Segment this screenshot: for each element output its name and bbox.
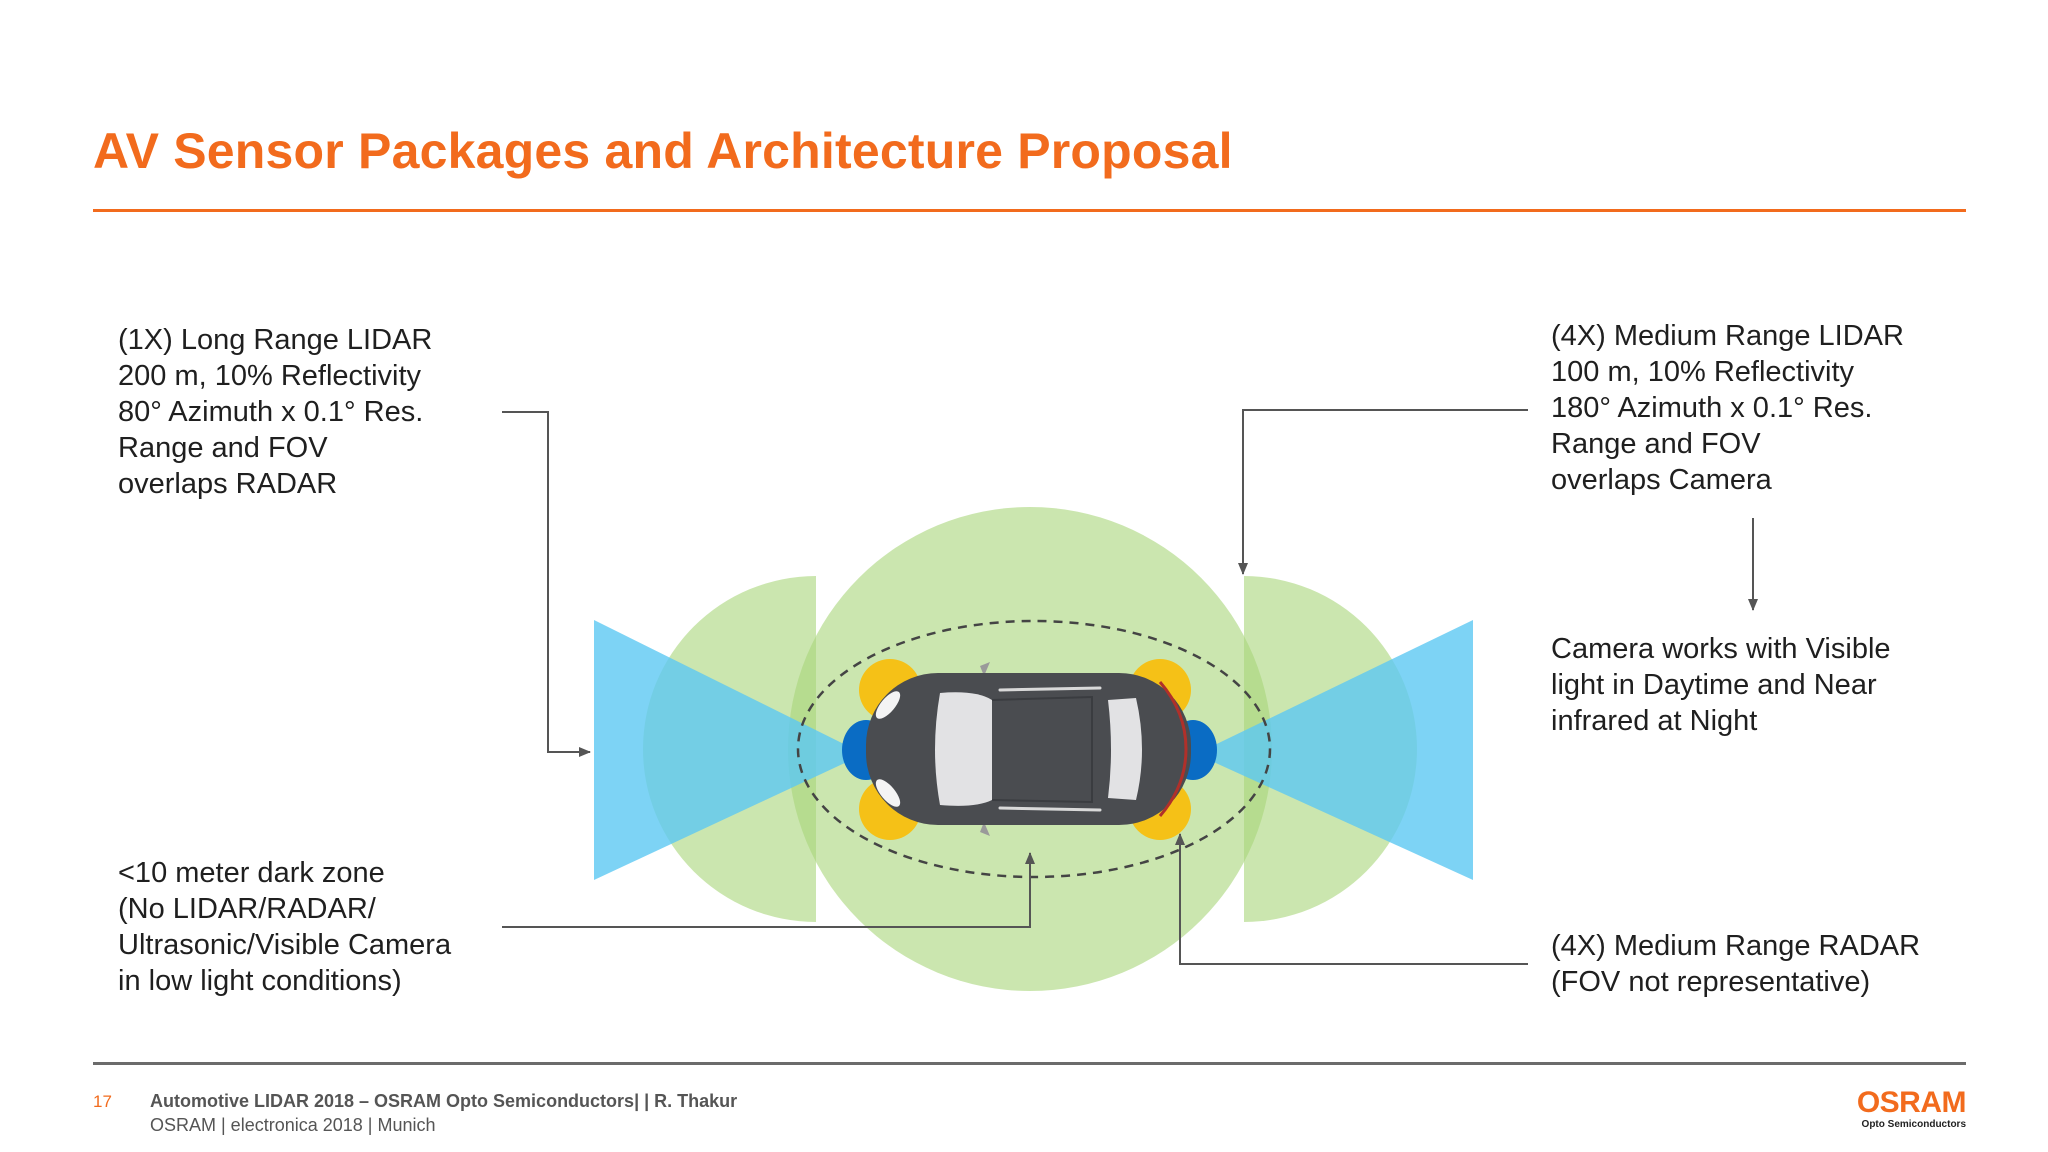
dark-zone-label: <10 meter dark zone (No LIDAR/RADAR/ Ult… xyxy=(118,855,451,999)
label-line: 180° Azimuth x 0.1° Res. xyxy=(1551,392,1873,424)
title-divider xyxy=(93,209,1966,212)
car-top-view xyxy=(866,662,1191,836)
label-line: overlaps RADAR xyxy=(118,468,338,500)
dark-zone-arrow xyxy=(502,852,1035,928)
medium-range-lidar-arrow xyxy=(1238,409,1528,575)
dark-zone-boundary xyxy=(796,619,1272,879)
label-line: 80° Azimuth x 0.1° Res. xyxy=(118,396,424,428)
osram-logo: OSRAM Opto Semiconductors xyxy=(1856,1086,1967,1132)
footer-divider xyxy=(93,1062,1966,1065)
label-line: Camera works with Visible xyxy=(1551,633,1891,665)
label-line: (No LIDAR/RADAR/ xyxy=(118,893,376,925)
front-radar-cone xyxy=(1196,620,1473,880)
page-number: 17 xyxy=(93,1092,112,1111)
label-line: Ultrasonic/Visible Camera xyxy=(118,929,452,961)
rear-radar-cone xyxy=(594,620,864,880)
long-range-lidar-arrow xyxy=(502,411,591,757)
page-title: AV Sensor Packages and Architecture Prop… xyxy=(93,123,1233,179)
label-line: light in Daytime and Near xyxy=(1551,669,1877,701)
long-range-lidar-label: (1X) Long Range LIDAR 200 m, 10% Reflect… xyxy=(118,322,432,502)
footer-presentation-info: Automotive LIDAR 2018 – OSRAM Opto Semic… xyxy=(150,1091,738,1111)
medium-range-radar-arrow xyxy=(1175,833,1528,965)
medium-range-lidar-label: (4X) Medium Range LIDAR 100 m, 10% Refle… xyxy=(1551,318,1904,498)
medium-range-radar-label: (4X) Medium Range RADAR (FOV not represe… xyxy=(1551,928,1920,1000)
label-line: 200 m, 10% Reflectivity xyxy=(118,360,422,392)
label-line: <10 meter dark zone xyxy=(118,857,385,889)
camera-label: Camera works with Visible light in Dayti… xyxy=(1551,631,1891,739)
logo-wordmark: OSRAM xyxy=(1856,1086,1967,1119)
label-line: Range and FOV xyxy=(118,432,328,464)
footer-event-info: OSRAM | electronica 2018 | Munich xyxy=(150,1115,436,1135)
label-line: in low light conditions) xyxy=(118,965,402,997)
label-line: (1X) Long Range LIDAR xyxy=(118,324,433,356)
label-line: (4X) Medium Range RADAR xyxy=(1551,930,1921,962)
label-line: Range and FOV xyxy=(1551,428,1761,460)
logo-subtitle: Opto Semiconductors xyxy=(1861,1119,1966,1130)
label-line: 100 m, 10% Reflectivity xyxy=(1551,356,1855,388)
label-line: (FOV not representative) xyxy=(1551,966,1871,998)
label-line: overlaps Camera xyxy=(1551,464,1772,496)
label-line: (4X) Medium Range LIDAR xyxy=(1551,320,1904,352)
label-line: infrared at Night xyxy=(1551,705,1758,737)
